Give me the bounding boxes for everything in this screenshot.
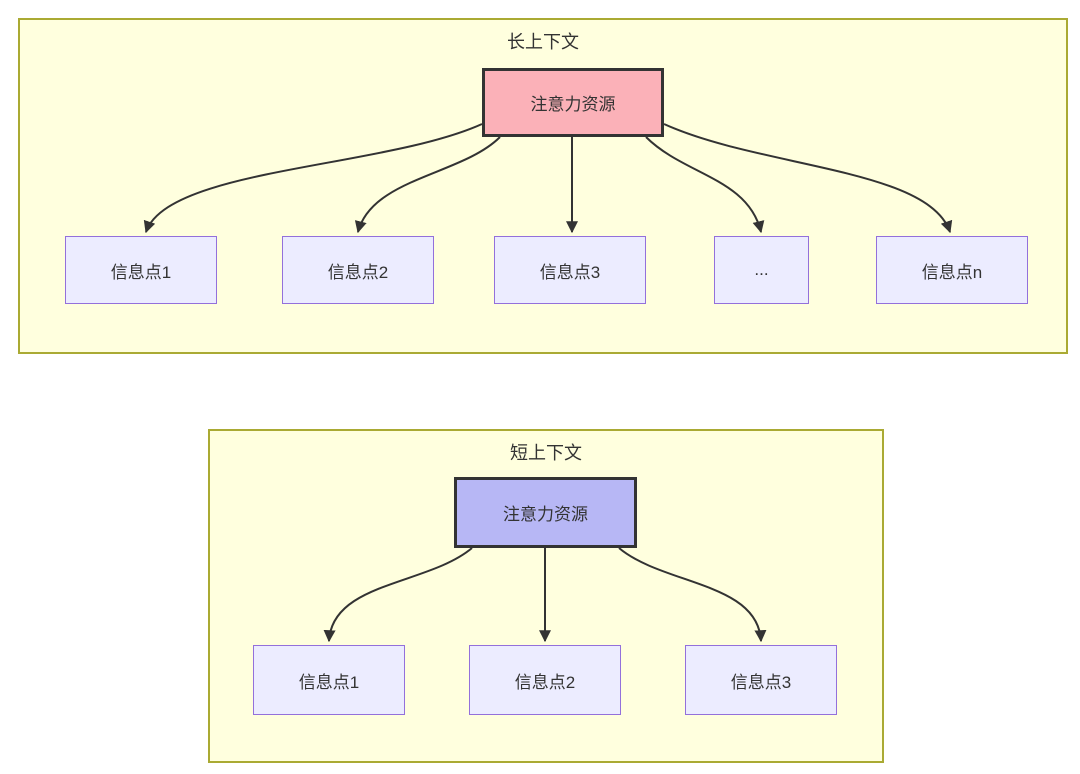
- info-node-short-3: 信息点3: [685, 645, 837, 715]
- info-node-short-1: 信息点1: [253, 645, 405, 715]
- attention-node-long: 注意力资源: [482, 68, 664, 137]
- info-node-long-1: 信息点1: [65, 236, 217, 304]
- info-node-short-2: 信息点2: [469, 645, 621, 715]
- info-node-long-n: 信息点n: [876, 236, 1028, 304]
- info-node-long-3: 信息点3: [494, 236, 646, 304]
- long-context-title: 长上下文: [507, 32, 579, 52]
- attention-node-short: 注意力资源: [454, 477, 637, 548]
- short-context-title: 短上下文: [510, 443, 582, 463]
- info-node-long-ellipsis: ...: [714, 236, 809, 304]
- info-node-long-2: 信息点2: [282, 236, 434, 304]
